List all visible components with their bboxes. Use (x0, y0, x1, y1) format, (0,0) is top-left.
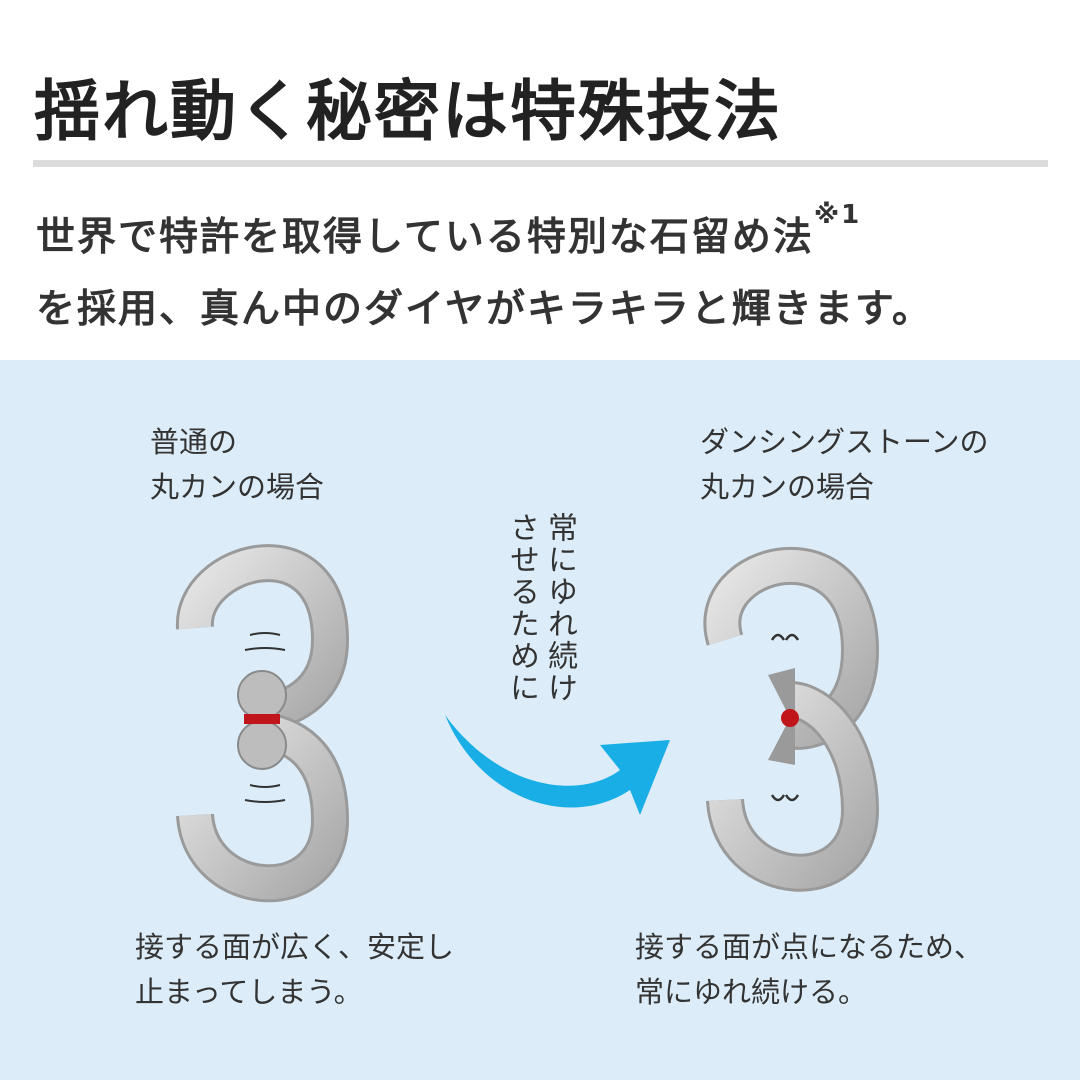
standard-ring-caption: 接する面が広く、安定し 止まってしまう。 (135, 925, 454, 1015)
dancing-ring-caption: 接する面が点になるため、 常にゆれ続ける。 (635, 925, 983, 1015)
label-line: 丸カンの場合 (150, 470, 325, 504)
vibration-lines-left (244, 632, 286, 803)
dancing-ring-label: ダンシングストーンの 丸カンの場合 (700, 420, 989, 510)
label-line: 丸カンの場合 (700, 470, 875, 504)
label-line: 普通の (150, 425, 238, 459)
caption-line: 止まってしまう。 (135, 975, 363, 1009)
stone-wide-contact (244, 714, 280, 724)
caption-line: 接する面が点になるため、 (635, 930, 984, 964)
pointed-contact (768, 668, 795, 765)
caption-line: 接する面が広く、安定し (135, 930, 455, 964)
body-line-1: 世界で特許を取得している特別な石留め法※1 (36, 200, 861, 262)
ring-contact-lower (237, 720, 287, 770)
body-line-2: を採用、真ん中のダイヤがキラキラと輝きます。 (36, 287, 933, 332)
ring-contact-upper (237, 670, 287, 720)
divider (33, 160, 1048, 167)
footnote-mark: ※1 (813, 200, 862, 230)
standard-ring-label: 普通の 丸カンの場合 (150, 420, 324, 510)
stone-point-contact (781, 709, 799, 727)
body-text: 世界で特許を取得している特別な石留め法 (36, 215, 814, 260)
center-vertical-text: 常にゆれ続け させるために (502, 512, 578, 704)
label-line: ダンシングストーンの (700, 425, 989, 459)
dancing-stone-ring-illustration (703, 546, 880, 892)
vibration-lines-right (770, 633, 800, 802)
page-title: 揺れ動く秘密は特殊技法 (34, 73, 782, 150)
diagram-panel (0, 360, 1080, 1080)
standard-ring-illustration (175, 544, 350, 903)
arrow-icon (445, 715, 670, 815)
caption-line: 常にゆれ続ける。 (635, 975, 868, 1009)
vertical-line-1: 常にゆれ続け (542, 512, 577, 704)
vertical-line-2: させるために (504, 512, 539, 704)
